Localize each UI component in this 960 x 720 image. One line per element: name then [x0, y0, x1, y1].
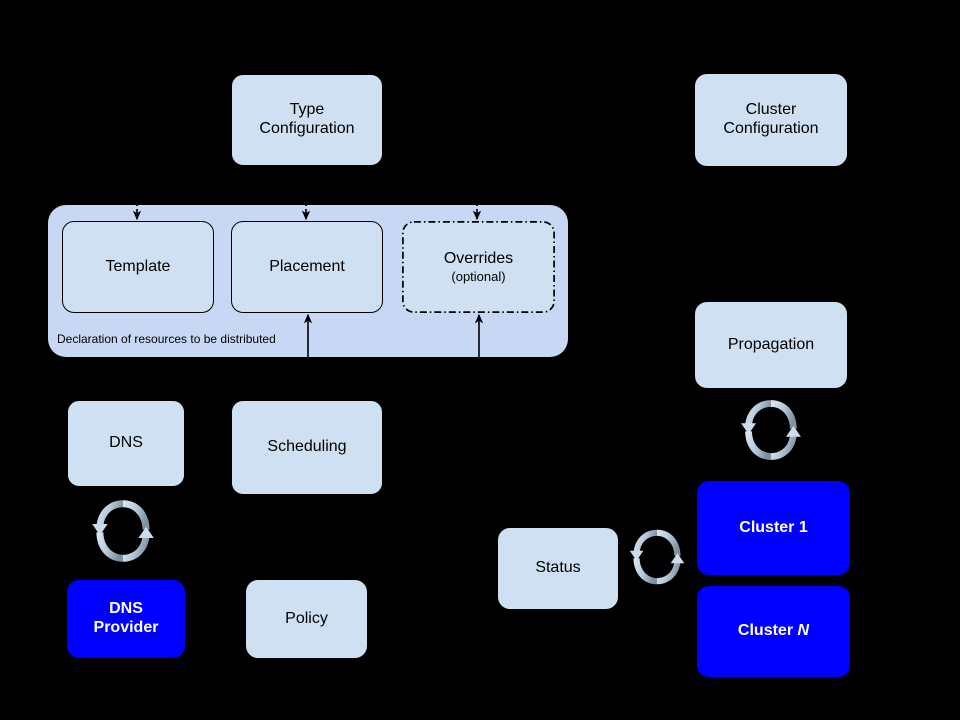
node-label: Placement [269, 257, 345, 275]
sync-arrows-icon [629, 529, 685, 585]
node-label: Propagation [727, 335, 815, 353]
node-label: Cluster 1 [739, 518, 808, 536]
node-status[interactable]: Status [498, 528, 618, 609]
node-label: Type Configuration [259, 101, 355, 137]
node-propagation[interactable]: Propagation [695, 302, 847, 388]
node-policy[interactable]: Policy [246, 580, 367, 658]
sync-dns-to-dns-provider [88, 496, 158, 566]
node-dns-provider[interactable]: DNS Provider [67, 580, 185, 658]
node-label: Overrides (optional) [443, 249, 514, 284]
node-type-configuration[interactable]: Type Configuration [231, 74, 383, 166]
node-cluster-configuration[interactable]: Cluster Configuration [695, 74, 847, 166]
node-template[interactable]: Template [62, 221, 214, 313]
node-label: Cluster Configuration [723, 101, 819, 137]
node-sublabel: (optional) [451, 268, 506, 284]
node-label-italic: N [797, 622, 810, 640]
node-label: Template [105, 257, 171, 275]
node-label: Status [535, 559, 581, 577]
sync-status-to-cluster [626, 526, 688, 588]
sync-arrows-icon [92, 500, 154, 562]
node-placement[interactable]: Placement [231, 221, 383, 313]
node-label: DNS [109, 434, 143, 452]
node-label: DNS Provider [93, 600, 159, 636]
sync-propagation-to-cluster-1 [737, 396, 805, 464]
node-cluster-n[interactable]: Cluster N [697, 586, 850, 677]
group-caption: Declaration of resources to be distribut… [57, 332, 276, 346]
node-label: Policy [285, 609, 328, 627]
node-label: Scheduling [267, 438, 347, 456]
node-label: Cluster N [737, 622, 810, 640]
node-dns[interactable]: DNS [67, 400, 185, 487]
dashdot-border [402, 221, 555, 313]
node-overrides[interactable]: Overrides (optional) [402, 221, 555, 313]
sync-arrows-icon [741, 400, 801, 460]
node-cluster-1[interactable]: Cluster 1 [697, 481, 850, 575]
node-scheduling[interactable]: Scheduling [231, 400, 383, 495]
